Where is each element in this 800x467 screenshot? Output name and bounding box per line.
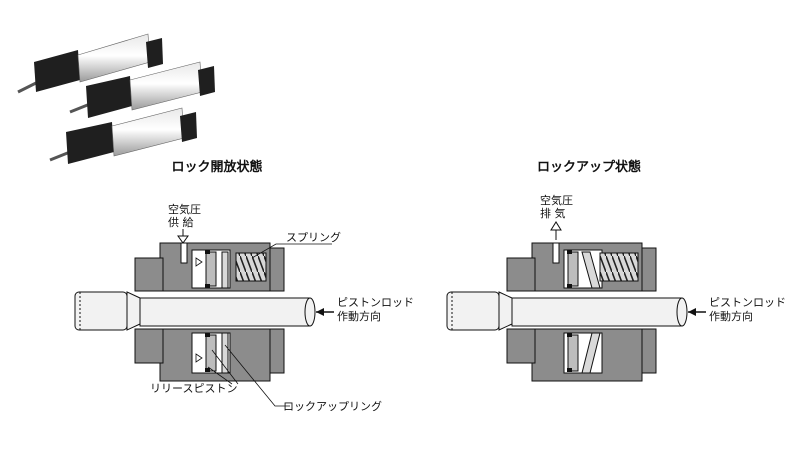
cylinder-1 [17, 33, 163, 94]
right-rod-label-line2: 作動方向 [709, 309, 753, 323]
right-lock-body [506, 242, 657, 382]
right-piston-rod [446, 291, 688, 331]
lockup-ring-lower [221, 332, 229, 374]
release-piston-leader-lines [207, 349, 239, 385]
left-rod-direction-arrow [316, 308, 334, 316]
lockup-ring-upper [221, 251, 229, 289]
left-piston-rod [74, 291, 316, 331]
cylinder-product-photo [17, 33, 215, 164]
left-rod-label-line2: 作動方向 [337, 309, 381, 323]
spring-leader-line [251, 243, 332, 259]
left-air-label-line1: 空気圧 [168, 202, 201, 216]
cylinder-3 [49, 107, 197, 164]
right-air-label-line2: 排 気 [540, 206, 566, 220]
lockup-ring-label: ロックアップリング [283, 399, 382, 413]
air-exhaust-arrow [550, 221, 562, 240]
air-supply-arrow [177, 229, 189, 244]
spring [235, 252, 267, 282]
right-rod-label-line1: ピストンロッド [709, 296, 786, 309]
left-lock-body [134, 242, 285, 382]
right-air-label-line1: 空気圧 [540, 193, 573, 207]
left-rod-label-line1: ピストンロッド [337, 296, 414, 309]
release-piston-upper [205, 251, 217, 287]
cylinder-2 [69, 61, 215, 118]
left-air-label-line2: 供 給 [168, 215, 194, 229]
spring-label: スプリング [286, 230, 341, 244]
right-rod-direction-arrow [688, 308, 706, 316]
release-piston-label: リリースピストン [150, 382, 237, 395]
right-title: ロックアップ状態 [537, 159, 641, 175]
left-title: ロック開放状態 [171, 159, 262, 175]
lockup-ring-leader-line [224, 344, 290, 407]
release-piston-lower [205, 334, 217, 372]
